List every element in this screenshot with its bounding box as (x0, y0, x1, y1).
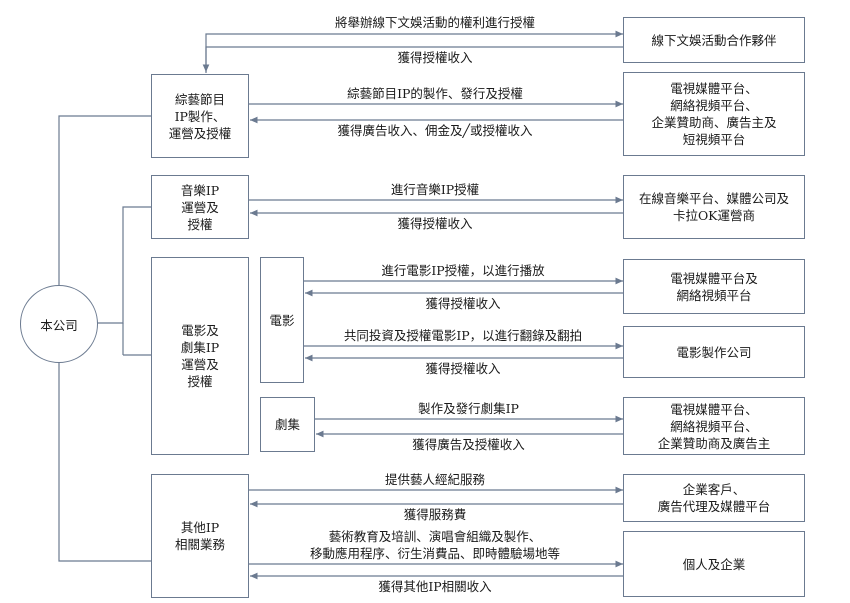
partner-individuals-box: 個人及企業 (623, 531, 805, 597)
partner-offline-box: 線下文娛活動合作夥伴 (623, 17, 805, 63)
partner-music-platforms-label: 在線音樂平台、媒體公司及 卡拉OK運營商 (638, 191, 789, 223)
segment-music-box: 音樂IP 運營及 授權 (151, 175, 249, 239)
company-label: 本公司 (40, 317, 78, 333)
segment-film-drama-label: 電影及 劇集IP 運營及 授權 (180, 323, 220, 389)
subsegment-film-label: 電影 (269, 312, 295, 328)
trunk-line-variety (58, 115, 151, 300)
flow-label-other-in: 獲得其他IP相關收入 (378, 579, 492, 594)
segment-variety-label: 綜藝節目 IP製作、 運營及授權 (168, 91, 232, 141)
flow-label-agency-in: 獲得服務費 (403, 507, 467, 522)
partner-variety-media-label: 電視媒體平台、 網絡視頻平台、 企業贊助商、廣告主及 短視頻平台 (651, 81, 777, 147)
segment-other-box: 其他IP 相關業務 (151, 474, 249, 598)
flow-label-music-in: 獲得授權收入 (397, 216, 473, 231)
segment-film-drama-box: 電影及 劇集IP 運營及 授權 (151, 257, 249, 455)
flow-label-music-out: 進行音樂IP授權 (390, 182, 480, 197)
flow-label-offline-in: 獲得授權收入 (397, 50, 473, 65)
partner-film-platforms-label: 電視媒體平台及 網絡視頻平台 (670, 270, 758, 303)
segment-music-label: 音樂IP 運營及 授權 (180, 182, 220, 232)
partner-film-producers-label: 電影製作公司 (676, 344, 752, 360)
trunk-line-music (58, 345, 151, 562)
flow-label-film2-out: 共同投資及授權電影IP，以進行翻錄及翻拍 (343, 328, 583, 343)
flow-label-film2-in: 獲得授權收入 (425, 361, 501, 376)
partner-film-producers-box: 電影製作公司 (623, 326, 805, 378)
partner-corporate-label: 企業客戶、 廣告代理及媒體平台 (657, 482, 771, 514)
flow-label-agency-out: 提供藝人經紀服務 (384, 472, 485, 487)
branch-line-music (96, 206, 151, 324)
flow-label-film1-out: 進行電影IP授權，以進行播放 (381, 263, 545, 278)
flow-label-variety-out: 綜藝節目IP的製作、發行及授權 (347, 86, 523, 101)
partner-offline-label: 線下文娛活動合作夥伴 (651, 32, 777, 48)
partner-music-platforms-box: 在線音樂平台、媒體公司及 卡拉OK運營商 (623, 175, 805, 239)
partner-drama-platforms-label: 電視媒體平台、 網絡視頻平台、 企業贊助商及廣告主 (657, 401, 771, 451)
flow-arrow-offline-in (202, 46, 623, 72)
flow-label-film1-in: 獲得授權收入 (425, 296, 501, 311)
flow-label-drama-out: 製作及發行劇集IP (418, 401, 519, 416)
flow-label-other-out: 藝術教育及培訓、演唱會組織及製作、 移動應用程序、衍生消費品、即時體驗場地等 (309, 529, 560, 561)
partner-film-platforms-box: 電視媒體平台及 網絡視頻平台 (623, 259, 805, 314)
partner-individuals-label: 個人及企業 (682, 556, 746, 572)
segment-other-label: 其他IP 相關業務 (174, 520, 225, 552)
partner-corporate-box: 企業客戶、 廣告代理及媒體平台 (623, 474, 805, 522)
subsegment-film-box: 電影 (260, 257, 304, 383)
partner-variety-media-box: 電視媒體平台、 網絡視頻平台、 企業贊助商、廣告主及 短視頻平台 (623, 72, 805, 156)
subsegment-drama-box: 劇集 (260, 397, 315, 452)
subsegment-drama-label: 劇集 (274, 417, 300, 432)
company-node: 本公司 (20, 285, 98, 363)
flow-label-drama-in: 獲得廣告及授權收入 (412, 437, 525, 452)
flow-label-variety-in: 獲得廣告收入、佣金及╱或授權收入 (337, 123, 533, 138)
flow-label-offline-out: 將舉辦線下文娛活動的權利進行授權 (334, 15, 535, 30)
partner-drama-platforms-box: 電視媒體平台、 網絡視頻平台、 企業贊助商及廣告主 (623, 397, 805, 455)
segment-variety-box: 綜藝節目 IP製作、 運營及授權 (151, 74, 249, 158)
